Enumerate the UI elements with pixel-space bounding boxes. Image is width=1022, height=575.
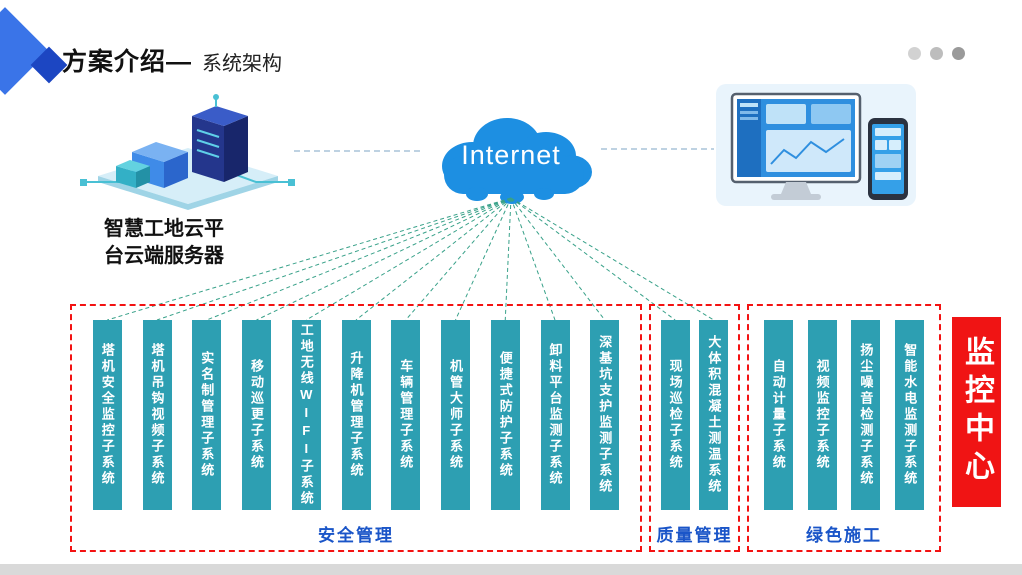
subsystem-bar: 大体积混凝土测温系统 (699, 320, 729, 510)
bottom-strip (0, 564, 1022, 575)
subsystem-bar: 视频监控子系统 (807, 320, 837, 510)
bars-row: 现场巡检子系统大体积混凝土测温系统 (651, 320, 738, 510)
internet-label: Internet (461, 140, 561, 170)
subsystem-bar: 移动巡更子系统 (242, 320, 271, 510)
subsystem-bar: 深基坑支护监测子系统 (590, 320, 620, 510)
group-safety-management: 塔机安全监控子系统塔机吊钩视频子系统实名制管理子系统移动巡更子系统工地无线WIF… (70, 304, 642, 552)
group-green-construction: 自动计量子系统视频监控子系统扬尘噪音检测子系统智能水电监测子系统 绿色施工 (747, 304, 941, 552)
subsystem-bar: 便捷式防护子系统 (490, 320, 520, 510)
dot-icon (952, 47, 965, 60)
page-title: 方案介绍— (62, 48, 193, 76)
subsystem-bar: 智能水电监测子系统 (895, 320, 925, 510)
subsystem-bar: 车辆管理子系统 (391, 320, 421, 510)
dot-icon (908, 47, 921, 60)
group-label: 绿色施工 (806, 526, 882, 545)
subsystem-bar: 扬尘噪音检测子系统 (851, 320, 881, 510)
subsystem-bar: 机管大师子系统 (441, 320, 470, 510)
subsystem-bar: 自动计量子系统 (763, 320, 793, 510)
subsystem-bar: 塔机安全监控子系统 (92, 320, 122, 510)
bars-row: 塔机安全监控子系统塔机吊钩视频子系统实名制管理子系统移动巡更子系统工地无线WIF… (72, 320, 640, 510)
server-label: 智慧工地云平台云端服务器 (104, 218, 224, 267)
subsystem-bar: 工地无线WIFI子系统 (291, 320, 321, 510)
group-label: 质量管理 (656, 526, 733, 545)
monitoring-center-box: 监控中心 (952, 317, 1001, 507)
subsystem-bar: 实名制管理子系统 (192, 320, 222, 510)
subsystem-bar: 塔机吊钩视频子系统 (142, 320, 172, 510)
group-label: 安全管理 (318, 526, 394, 545)
cloud-server-illustration-icon (80, 90, 295, 215)
group-quality-management: 现场巡检子系统大体积混凝土测温系统 质量管理 (649, 304, 740, 552)
subsystem-bar: 现场巡检子系统 (660, 320, 690, 510)
title-row: 方案介绍— 系统架构 (62, 42, 282, 78)
bars-row: 自动计量子系统视频监控子系统扬尘噪音检测子系统智能水电监测子系统 (749, 320, 939, 510)
subsystem-bar: 升降机管理子系统 (341, 320, 371, 510)
internet-cloud: Internet (422, 106, 600, 206)
blue-diamond-icon (0, 7, 49, 95)
slide-dots (908, 47, 965, 60)
dot-icon (930, 47, 943, 60)
monitor-phone-illustration-icon (716, 84, 916, 212)
subsystem-bar: 卸料平台监测子系统 (540, 320, 570, 510)
page-subtitle: 系统架构 (202, 53, 283, 75)
